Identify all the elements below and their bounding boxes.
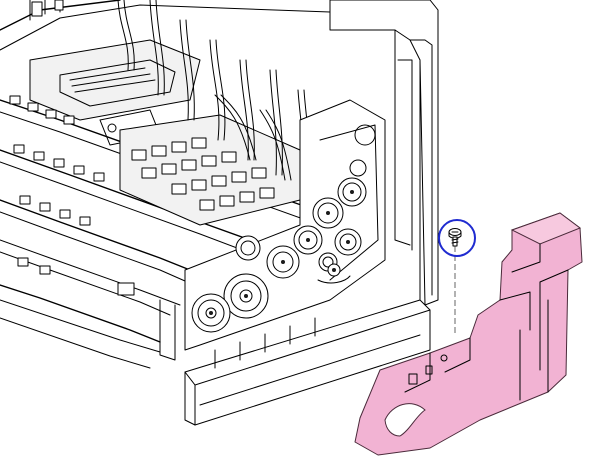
gear [337,177,367,207]
gear [235,235,261,261]
lower-chassis [0,257,431,426]
gear [334,228,362,256]
cartridge-block [119,114,301,226]
gear [293,225,323,255]
gear [327,263,341,277]
highlighted-cover-part [354,212,583,456]
callout-circle [438,219,476,257]
gear-train [191,177,367,333]
screw-icon [448,228,462,247]
gear [312,197,344,229]
screw-callout [438,219,476,335]
gear [223,273,269,319]
gear [266,245,300,279]
gear [191,293,231,333]
